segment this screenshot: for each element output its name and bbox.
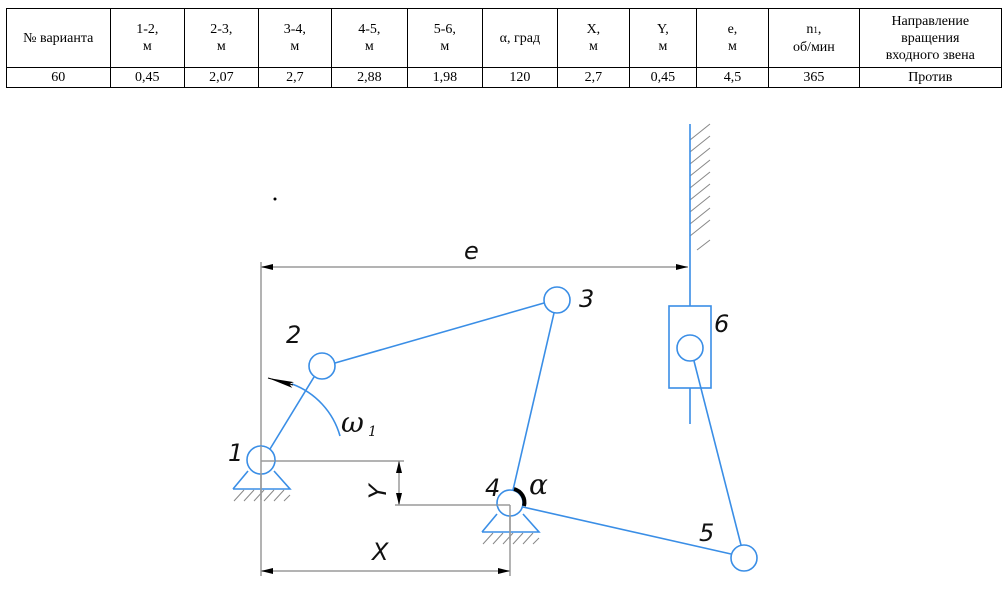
header-2-3: 2-3, м	[184, 8, 259, 68]
support-4-triangle	[481, 513, 541, 533]
support-4-hatch	[482, 532, 540, 545]
label-alpha: α	[529, 468, 548, 501]
header-text: Направление	[891, 13, 970, 29]
header-variant: № варианта	[6, 8, 111, 68]
support-1-triangle	[232, 470, 292, 490]
header-text: e,	[727, 22, 738, 37]
header-unit: м	[142, 39, 152, 54]
label-y: Y	[364, 482, 392, 499]
value-direction: Против	[858, 67, 1002, 88]
header-e: e, м	[695, 8, 770, 68]
header-unit: м	[588, 39, 598, 54]
support-1-hatch	[233, 489, 291, 502]
link-3-4	[512, 312, 555, 491]
value-x: 2,7	[556, 67, 631, 88]
label-e: e	[464, 237, 479, 265]
header-text: 1-2,	[136, 22, 159, 37]
joint-6	[676, 334, 704, 362]
joint-3	[543, 286, 571, 314]
header-unit: м	[364, 39, 374, 54]
header-x: X, м	[556, 8, 631, 68]
link-2-3	[334, 302, 545, 364]
wall-hatch	[689, 123, 711, 251]
value-y: 0,45	[629, 67, 697, 88]
value-2-3: 2,07	[184, 67, 259, 88]
label-omega: ω	[341, 406, 364, 439]
header-text: Y,	[657, 22, 669, 37]
dimension-overlays	[260, 446, 511, 540]
header-4-5: 4-5, м	[331, 8, 408, 68]
header-text: α, град	[499, 30, 541, 46]
header-1-2: 1-2, м	[109, 8, 186, 68]
header-5-6: 5-6, м	[406, 8, 484, 68]
header-alpha: α, град	[482, 8, 558, 68]
label-x: X	[370, 538, 389, 566]
label-joint-6: 6	[714, 310, 729, 338]
header-unit: м	[658, 39, 668, 54]
slider-block	[668, 305, 712, 389]
table-value-row: 60 0,45 2,07 2,7 2,88 1,98 120 2,7 0,45 …	[6, 67, 1002, 88]
header-comma: ,	[817, 21, 822, 37]
header-3-4: 3-4, м	[257, 8, 333, 68]
ground-hatching	[233, 123, 711, 545]
header-subscript: 1	[813, 24, 818, 35]
link-1-2	[269, 376, 315, 450]
link-4-5	[522, 506, 732, 555]
header-text: № варианта	[23, 30, 94, 46]
stray-dot	[273, 197, 277, 201]
joint-5	[730, 544, 758, 572]
parameters-table: № варианта 1-2, м 2-3, м 3-4, м 4-5, м 5-6, м…	[6, 8, 1002, 88]
header-text: 5-6,	[433, 22, 456, 37]
label-joint-2: 2	[286, 321, 301, 349]
value-4-5: 2,88	[331, 67, 408, 88]
alpha-angle-arc	[513, 487, 527, 507]
header-text: 2-3,	[210, 22, 233, 37]
header-unit: м	[216, 39, 226, 54]
dimension-lines	[260, 262, 688, 576]
value-3-4: 2,7	[257, 67, 333, 88]
link-5-6	[693, 360, 742, 546]
label-joint-3: 3	[579, 285, 594, 313]
value-alpha: 120	[482, 67, 558, 88]
header-text: вращения	[901, 30, 960, 46]
value-n1: 365	[768, 67, 860, 88]
header-text: n	[806, 21, 814, 37]
joint-2	[308, 352, 336, 380]
header-text: X,	[586, 22, 601, 37]
header-unit: об/мин	[792, 39, 835, 55]
value-variant: 60	[6, 67, 111, 88]
table-header-row: № варианта 1-2, м 2-3, м 3-4, м 4-5, м 5-6, м…	[6, 8, 1002, 68]
header-unit: м	[440, 39, 450, 54]
omega-arc	[291, 383, 341, 437]
label-joint-4: 4	[485, 474, 500, 502]
header-unit: м	[290, 39, 300, 54]
header-n1: n1, об/мин	[768, 8, 860, 68]
value-5-6: 1,98	[406, 67, 484, 88]
header-text: 4-5,	[358, 22, 381, 37]
omega-arrow-icon	[267, 377, 294, 388]
header-text: 3-4,	[283, 22, 306, 37]
header-text: входного звена	[885, 47, 975, 63]
mechanism-links	[232, 124, 758, 572]
value-1-2: 0,45	[109, 67, 186, 88]
label-joint-5: 5	[699, 519, 714, 547]
label-joint-1: 1	[228, 439, 243, 467]
header-unit: м	[728, 39, 737, 54]
value-e: 4,5	[695, 67, 770, 88]
label-omega-subscript: 1	[368, 424, 377, 440]
